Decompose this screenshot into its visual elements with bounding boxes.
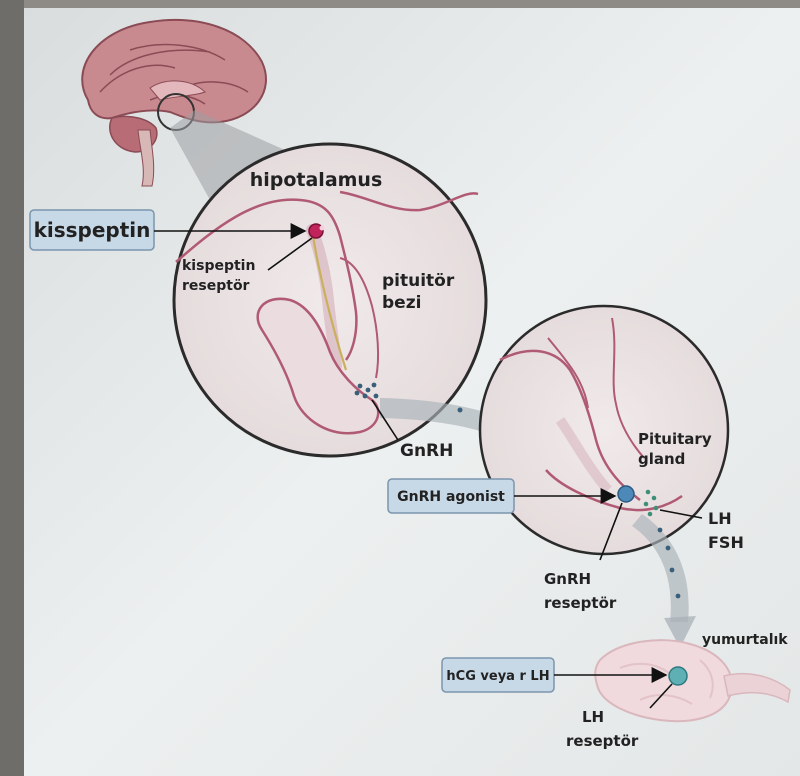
fsh-label: FSH — [708, 533, 744, 552]
gnrh-receptor-label-2: reseptör — [544, 594, 617, 612]
pituitary-zoom — [478, 304, 730, 556]
zoom-cone — [170, 110, 312, 200]
hcg-label: hCG veya r LH — [446, 669, 549, 684]
kisspeptin-receptor-label-1: kispeptin — [182, 258, 255, 274]
ovary-label: yumurtalık — [702, 632, 788, 648]
brain-illustration — [81, 18, 267, 187]
hypothalamus-label: hipotalamus — [250, 169, 383, 191]
flow-arrow-2 — [632, 514, 696, 648]
lh-receptor-label-1: LH — [582, 708, 604, 726]
lh-fsh-dots — [643, 489, 659, 517]
gnrh-receptor-dot — [617, 485, 635, 503]
lh-receptor-dot — [668, 666, 688, 686]
gnrh-receptor-label-1: GnRH — [544, 570, 591, 588]
pointer-arrows — [154, 223, 703, 709]
pituitary-en-label-2: gland — [638, 450, 685, 468]
left-shadow — [0, 0, 24, 776]
hypothalamus-zoom — [172, 142, 488, 458]
kisspeptin-receptor-dot — [308, 223, 324, 239]
kisspeptin-label: kisspeptin — [34, 218, 151, 242]
kisspeptin-receptor-label-2: reseptör — [182, 278, 250, 294]
pituitary-en-label-1: Pituitary — [638, 430, 712, 448]
kisspeptin-box — [29, 209, 155, 251]
pituitary-tr-label-2: bezi — [382, 293, 421, 313]
gnrh-label: GnRH — [400, 441, 453, 461]
pituitary-tr-label-1: pituitör — [382, 271, 455, 291]
gnrh-agonist-label: GnRH agonist — [397, 489, 505, 505]
gnrh-dots — [354, 382, 379, 399]
lh-receptor-label-2: reseptör — [566, 732, 639, 750]
lh-label: LH — [708, 509, 732, 528]
